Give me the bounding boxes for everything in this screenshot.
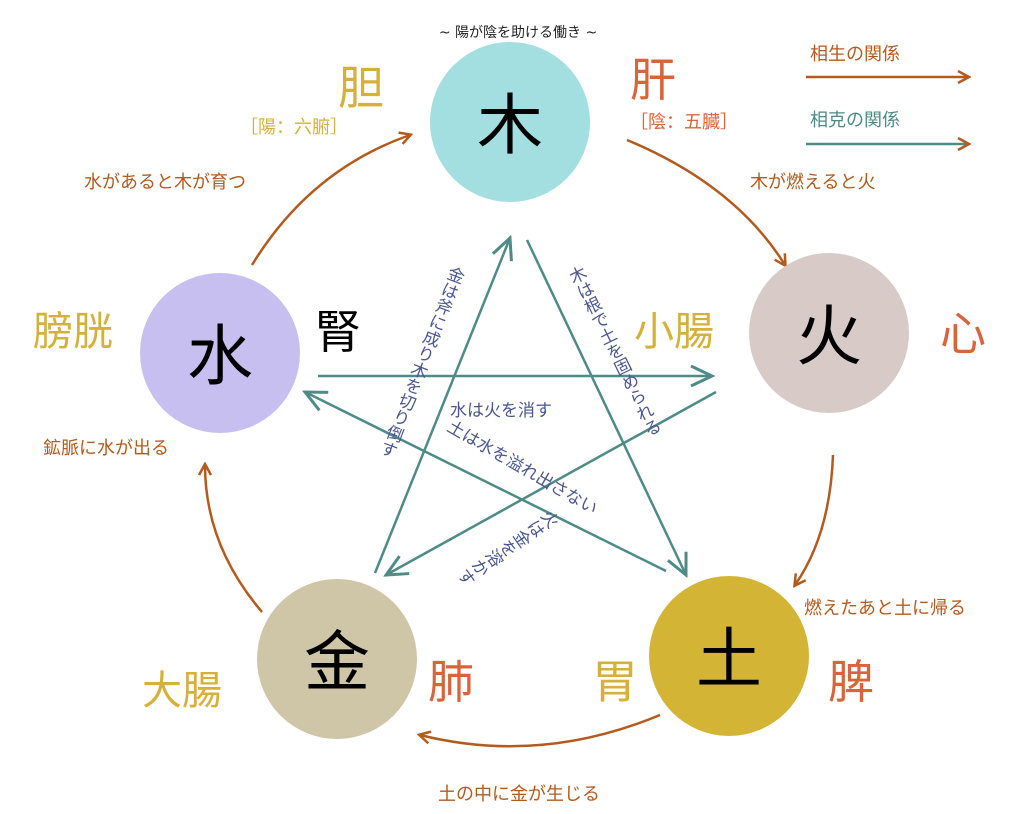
svg-text:水: 水 — [187, 318, 253, 395]
arc-water-wood — [250, 135, 410, 266]
legend-controlling-label: 相克の関係 — [810, 110, 900, 131]
line-earth-water — [305, 392, 667, 573]
svg-text:火: 火 — [796, 298, 862, 375]
svg-text:金: 金 — [304, 624, 370, 701]
organ-large-intestine: 大腸 — [142, 668, 222, 714]
arc-fire-earth — [795, 454, 835, 585]
element-metal: 金 — [257, 579, 417, 739]
line-wood-earth — [525, 239, 686, 575]
element-earth: 土 — [649, 576, 809, 736]
svg-text:木: 木 — [477, 87, 543, 164]
line-metal-wood — [373, 238, 510, 574]
organ-bladder: 膀胱 — [33, 309, 113, 355]
organ-lung: 肺 — [428, 655, 474, 709]
line-fire-metal — [386, 390, 717, 575]
gen-label-fire-earth: 燃えたあと土に帰る — [804, 598, 966, 619]
ctrl-label-fire-metal: 火は金を溶かす — [453, 504, 562, 589]
ctrl-label-water-fire: 水は火を消す — [450, 401, 552, 421]
organ-gallbladder: 胆 — [338, 61, 384, 115]
organ-gallbladder-note: ［陽：六腑］ — [240, 117, 348, 138]
gen-label-earth-metal: 土の中に金が生じる — [438, 784, 600, 805]
legend-generating-label: 相生の関係 — [810, 44, 900, 65]
element-fire: 火 — [749, 253, 909, 413]
element-wood: 木 — [430, 42, 590, 202]
arc-metal-water — [205, 465, 263, 613]
organ-heart: 心 — [940, 307, 986, 361]
gen-label-wood-fire: 木が燃えると火 — [750, 172, 875, 193]
legend: 相生の関係 相克の関係 — [806, 44, 968, 144]
element-water: 水 — [140, 273, 300, 433]
subtitle: ~ 陽が陰を助ける働き ~ — [439, 25, 597, 41]
organ-liver-note: ［陰：五臓］ — [630, 112, 738, 133]
arc-earth-metal — [420, 713, 661, 748]
organ-small-intestine: 小腸 — [634, 309, 714, 355]
organ-liver: 肝 — [630, 53, 676, 107]
gen-label-water-wood: 水があると木が育つ — [84, 172, 246, 193]
organ-stomach: 胃 — [592, 655, 638, 709]
organ-spleen: 脾 — [828, 655, 874, 709]
organ-kidney: 腎 — [315, 305, 361, 359]
svg-text:土: 土 — [696, 621, 762, 698]
arc-wood-fire — [626, 138, 785, 265]
gen-label-metal-water: 鉱脈に水が出る — [43, 438, 169, 459]
